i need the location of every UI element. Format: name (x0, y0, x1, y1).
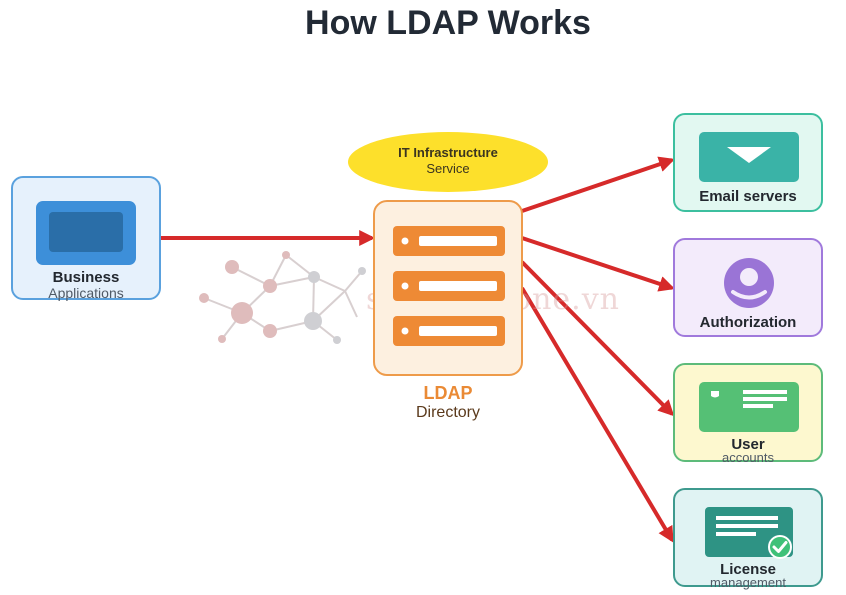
authorization-label: Authorization (699, 314, 797, 331)
user-label: User (731, 436, 765, 453)
envelope-icon (699, 132, 799, 182)
monitor-icon (36, 201, 136, 265)
it-infrastructure-service-node: IT Infrastructure Service (348, 132, 548, 192)
arrow-ldap-to-user (520, 260, 675, 417)
it-service-sublabel: Service (426, 161, 470, 176)
business-label: Business (52, 269, 120, 286)
ldap-sublabel: Directory (415, 404, 480, 421)
user-sublabel: accounts (721, 450, 775, 465)
arrow-ldap-to-email (521, 156, 676, 213)
license-label: License (720, 561, 776, 578)
authorization-node: Authorization (673, 238, 823, 337)
connection-arrows (160, 156, 676, 543)
it-service-label: IT Infrastructure (398, 145, 498, 160)
page-title: How LDAP Works (305, 4, 591, 42)
server-rack-icon (393, 226, 505, 346)
user-accounts-node: User accounts (673, 363, 823, 465)
ldap-label: LDAP (423, 383, 473, 403)
email-servers-node: Email servers (673, 113, 823, 212)
business-applications-node: Business Applications (11, 176, 161, 301)
id-card-icon (699, 382, 799, 432)
license-management-node: License management (673, 488, 823, 590)
arrow-ldap-to-license (520, 286, 674, 543)
user-avatar-icon (724, 258, 774, 308)
arrow-ldap-to-authorization (521, 236, 676, 292)
certificate-check-icon (705, 507, 793, 559)
license-sublabel: management (710, 575, 786, 590)
email-label: Email servers (699, 188, 797, 205)
ldap-directory-node (373, 200, 523, 376)
business-sublabel: Applications (48, 285, 124, 301)
